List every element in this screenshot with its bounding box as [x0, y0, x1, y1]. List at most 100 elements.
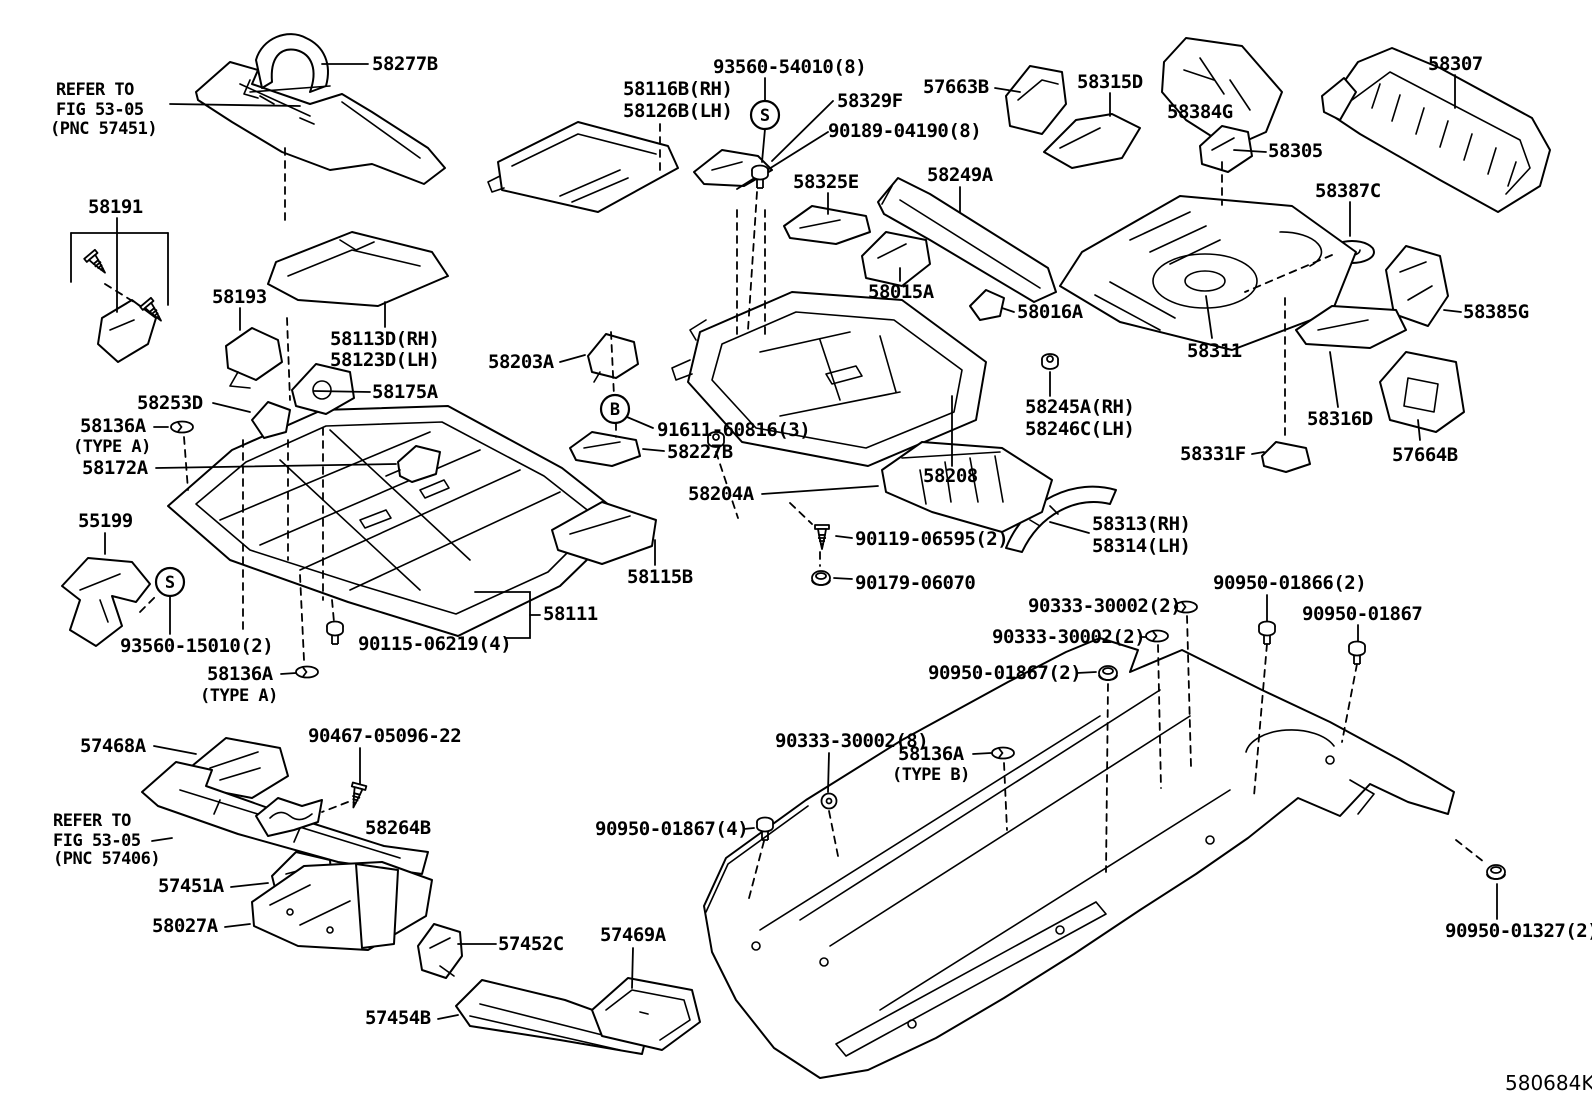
leader-line	[104, 283, 143, 308]
part-number-label: 58305	[1268, 140, 1323, 162]
leader-line	[642, 448, 665, 452]
leader-line	[828, 810, 839, 857]
part-number-label: 58203A	[488, 351, 555, 373]
part-number-label: FIG 53-05	[56, 100, 144, 120]
part-57469A	[591, 977, 701, 1051]
part-number-label: 58311	[1187, 340, 1242, 362]
leader-line	[230, 882, 269, 888]
circled-b-symbol: B	[599, 393, 631, 425]
leader-line	[610, 331, 615, 397]
part-number-label: REFER TO	[53, 811, 131, 831]
part-number-label: 58313(RH)	[1092, 513, 1190, 535]
part-number-label: 58123D(LH)	[330, 349, 439, 371]
leader-line	[972, 752, 992, 755]
part-number-label: 57452C	[498, 933, 564, 955]
leader-line	[151, 837, 173, 842]
leader-line	[736, 131, 829, 190]
part-58016A	[969, 289, 1005, 321]
leader-line	[761, 485, 879, 495]
leader-line	[1001, 307, 1015, 313]
nut-fastener-icon	[707, 431, 725, 448]
ring-fastener-icon	[820, 792, 838, 810]
part-number-label: 57469A	[600, 924, 667, 946]
grommet-fastener-icon	[1486, 864, 1506, 880]
grommet-fastener-icon	[811, 570, 831, 586]
part-number-label: (PNC 57406)	[53, 849, 160, 869]
circled-s-symbol: S	[154, 566, 186, 598]
part-58384G	[1161, 37, 1283, 149]
part-floor-pan-underside	[703, 637, 1455, 1079]
part-58325E	[783, 205, 871, 245]
symbol-letter: S	[165, 573, 175, 593]
part-number-label: 90189-04190(8)	[828, 120, 981, 142]
leader-line	[771, 100, 834, 162]
leader-line	[789, 502, 813, 525]
part-number-label: 58193	[212, 286, 267, 308]
part-number-label: 58249A	[927, 164, 994, 186]
bolt-fastener-icon	[1348, 640, 1366, 665]
bolt-fastener-icon	[751, 164, 769, 189]
part-number-label: 58227B	[667, 441, 733, 463]
part-58027A	[251, 861, 433, 951]
leader-line	[1233, 149, 1267, 153]
leader-line	[1455, 839, 1485, 863]
leader-line	[1253, 643, 1268, 797]
leader-line	[1105, 683, 1109, 873]
part-number-label: 57663B	[923, 76, 989, 98]
part-number-label: 58016A	[1017, 301, 1084, 323]
leader-line	[183, 436, 189, 491]
part-58203A	[587, 333, 639, 383]
part-number-label: 58204A	[688, 483, 755, 505]
leader-line	[155, 463, 397, 469]
leader-line	[1341, 663, 1358, 743]
leader-line	[212, 402, 251, 413]
part-58116B	[487, 121, 679, 213]
leader-line	[313, 390, 371, 393]
oval-fastener-icon	[1174, 600, 1198, 614]
leader-line	[153, 745, 197, 755]
leader-line	[331, 599, 335, 623]
part-number-label: 58111	[543, 603, 598, 625]
leader-line	[743, 827, 755, 830]
leader-lines	[70, 63, 1498, 1020]
part-number-label: 58331F	[1180, 443, 1246, 465]
leader-line	[169, 103, 301, 107]
screw-fastener-icon	[83, 248, 106, 274]
part-number-label: 58387C	[1315, 180, 1381, 202]
leader-line	[139, 593, 159, 613]
part-number-label: REFER TO	[56, 80, 134, 100]
part-number-label: 90950-01867	[1302, 603, 1422, 625]
oval-fastener-icon	[1145, 629, 1169, 643]
leader-line	[747, 840, 765, 903]
part-number-label: 57468A	[80, 735, 147, 757]
part-number-label: 90950-01867(4)	[595, 818, 748, 840]
part-58115B	[551, 501, 657, 565]
leader-line	[1244, 254, 1333, 293]
oval-fastener-icon	[170, 420, 194, 434]
part-number-label: (TYPE A)	[200, 686, 278, 706]
part-number-label: 58307	[1428, 53, 1483, 75]
leader-line	[224, 923, 251, 928]
part-number-label: 57454B	[365, 1007, 431, 1029]
part-55199	[61, 557, 151, 647]
part-number-label: 58246C(LH)	[1025, 418, 1134, 440]
part-number-label: (TYPE B)	[892, 765, 970, 785]
part-number-label: 58175A	[372, 381, 439, 403]
leader-line	[286, 317, 291, 401]
part-58331F	[1261, 441, 1311, 473]
part-58249A	[877, 177, 1057, 303]
part-58204A	[881, 441, 1053, 533]
leader-line	[559, 354, 586, 363]
part-number-label: 58116B(RH)	[623, 78, 732, 100]
part-58111-floor-pan	[167, 405, 629, 637]
part-57664B	[1379, 351, 1465, 433]
part-58015A	[861, 231, 931, 287]
part-58305	[1199, 125, 1253, 173]
part-58172A	[385, 445, 441, 483]
screw-fastener-icon	[139, 296, 162, 322]
part-number-label: 90950-01866(2)	[1213, 572, 1366, 594]
part-number-label: 58172A	[82, 457, 149, 479]
part-number-label: 58314(LH)	[1092, 535, 1190, 557]
part-number-label: 58277B	[372, 53, 438, 75]
